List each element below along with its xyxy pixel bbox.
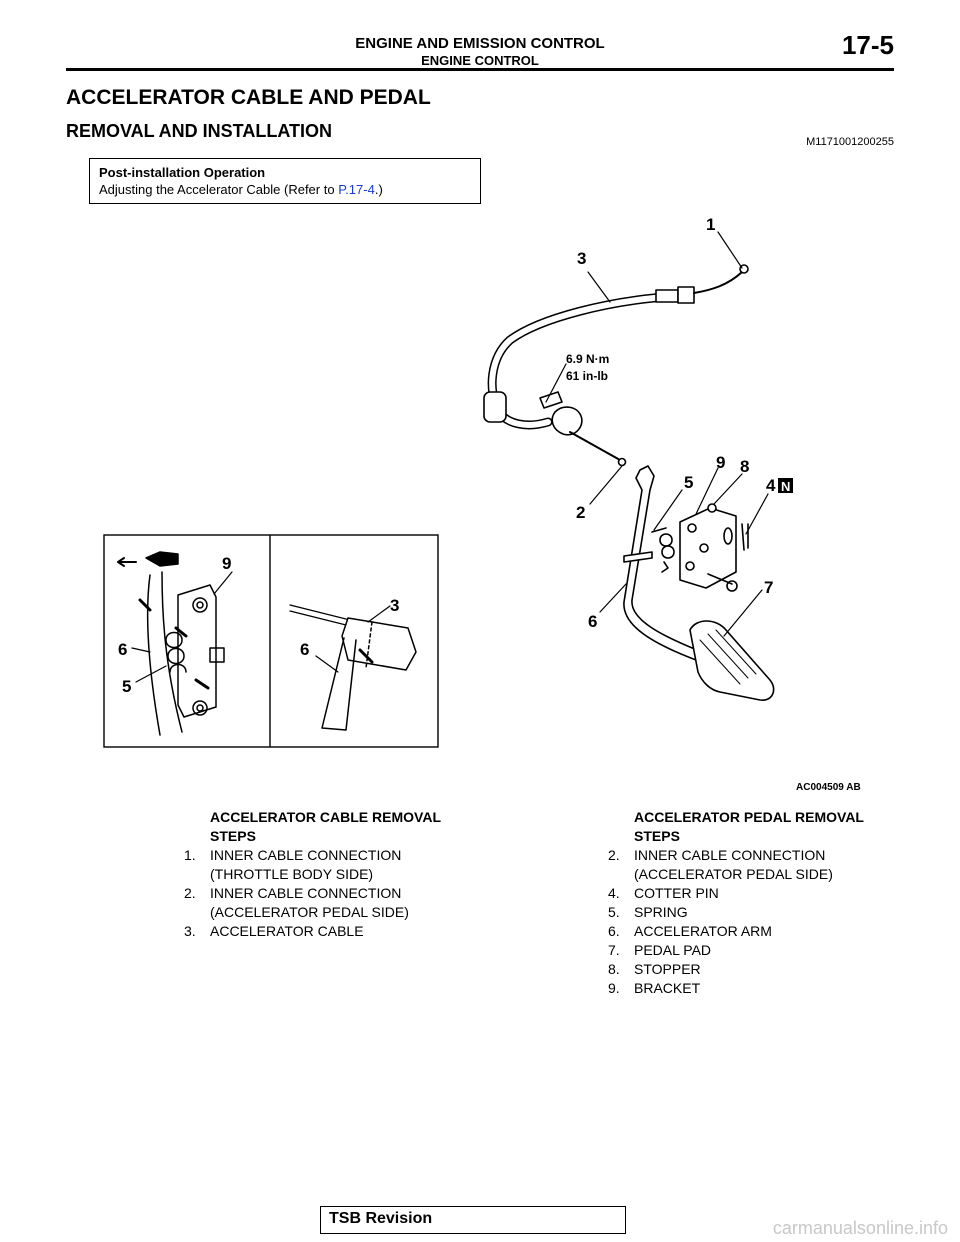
post-installation-text-after: .) (374, 182, 383, 197)
page-heading: ACCELERATOR CABLE AND PEDAL (66, 86, 431, 109)
tsb-revision-box: TSB Revision (320, 1206, 626, 1234)
step-text: STOPPER (634, 961, 701, 977)
step-text: INNER CABLE CONNECTION (210, 847, 402, 863)
step-text: SPRING (634, 904, 688, 920)
callout-7: 7 (764, 578, 773, 597)
step-text-2: (THROTTLE BODY SIDE) (210, 866, 374, 882)
callout-1: 1 (706, 215, 715, 234)
step-text: INNER CABLE CONNECTION (210, 885, 402, 901)
post-installation-text: Adjusting the Accelerator Cable (Refer t… (99, 181, 471, 198)
step-number: 2. (184, 885, 196, 901)
figure-id-suffix: AB (846, 782, 861, 793)
figure-id-code: AC004509 (796, 782, 844, 793)
header-rule (66, 68, 894, 71)
inset-callout-5: 5 (122, 677, 131, 696)
new-part-badge (778, 478, 793, 493)
post-installation-title: Post-installation Operation (99, 165, 266, 180)
document-code: M1171001200255 (806, 136, 894, 148)
step-text: BRACKET (634, 980, 701, 996)
list-item: 9. BRACKET (608, 979, 928, 998)
section-subtitle: ENGINE CONTROL (421, 53, 539, 68)
accelerator-illustration: 1 3 2 5 9 8 4 6 7 N 6.9 N·m 61 in-lb (103, 215, 793, 748)
cable-steps-title-2: STEPS (210, 828, 256, 844)
post-installation-text-before: Adjusting the Accelerator Cable (Refer t… (99, 182, 339, 197)
inset-callout-9: 9 (222, 554, 231, 573)
list-item: 2. INNER CABLE CONNECTION (ACCELERATOR PED… (608, 846, 928, 884)
list-item: 8. STOPPER (608, 960, 928, 979)
list-item: 4. COTTER PIN (608, 884, 928, 903)
reference-link[interactable]: P.17-4 (338, 182, 375, 197)
step-number: 7. (608, 942, 620, 958)
step-number: 4. (608, 885, 620, 901)
list-item: 1. INNER CABLE CONNECTION (THROTTLE BODY S… (184, 846, 514, 884)
step-number: 1. (184, 847, 196, 863)
cable-removal-steps: ACCELERATOR CABLE REMOVAL STEPS 1. INNER … (184, 808, 514, 941)
inset-callout-3: 3 (390, 596, 399, 615)
list-item: 3. ACCELERATOR CABLE (184, 922, 514, 941)
step-text: ACCELERATOR CABLE (210, 923, 364, 939)
callout-3: 3 (577, 249, 586, 268)
step-number: 6. (608, 923, 620, 939)
figure-id: AC004509 AB (796, 782, 861, 793)
callout-9: 9 (716, 453, 725, 472)
callout-5: 5 (684, 473, 693, 492)
section-title: ENGINE AND EMISSION CONTROL (355, 35, 605, 52)
new-part-badge-text: N (781, 479, 790, 494)
step-text-2: (ACCELERATOR PEDAL SIDE) (634, 866, 833, 882)
list-item: 7. PEDAL PAD (608, 941, 928, 960)
callout-8: 8 (740, 457, 749, 476)
step-number: 2. (608, 847, 620, 863)
post-installation-box: Post-installation Operation Adjusting th… (89, 158, 481, 204)
page-number: 17-5 (841, 30, 894, 60)
torque-nm: 6.9 N·m (566, 352, 609, 366)
inset-callout-6-left: 6 (118, 640, 127, 659)
step-text: INNER CABLE CONNECTION (634, 847, 826, 863)
list-item: 5. SPRING (608, 903, 928, 922)
pedal-steps-title-2: STEPS (634, 828, 680, 844)
cable-steps-title-1: ACCELERATOR CABLE REMOVAL (210, 809, 441, 825)
step-text: PEDAL PAD (634, 942, 712, 958)
page-subheading: REMOVAL AND INSTALLATION (66, 121, 332, 141)
torque-inlb: 61 in-lb (566, 369, 608, 383)
callout-4: 4 (766, 476, 776, 495)
watermark: carmanualsonline.info (772, 1218, 948, 1238)
step-number: 3. (184, 923, 196, 939)
callout-2: 2 (576, 503, 585, 522)
step-text: COTTER PIN (634, 885, 719, 901)
step-text-2: (ACCELERATOR PEDAL SIDE) (210, 904, 409, 920)
inset-callout-6-right: 6 (300, 640, 309, 659)
pedal-removal-steps: ACCELERATOR PEDAL REMOVAL STEPS 2. INNER … (608, 808, 928, 998)
step-number: 8. (608, 961, 620, 977)
list-item: 6. ACCELERATOR ARM (608, 922, 928, 941)
list-item: 2. INNER CABLE CONNECTION (ACCELERATOR PED… (184, 884, 514, 922)
callout-6: 6 (588, 612, 597, 631)
step-number: 9. (608, 980, 620, 996)
step-number: 5. (608, 904, 620, 920)
pedal-steps-title-1: ACCELERATOR PEDAL REMOVAL (634, 809, 864, 825)
step-text: ACCELERATOR ARM (634, 923, 772, 939)
